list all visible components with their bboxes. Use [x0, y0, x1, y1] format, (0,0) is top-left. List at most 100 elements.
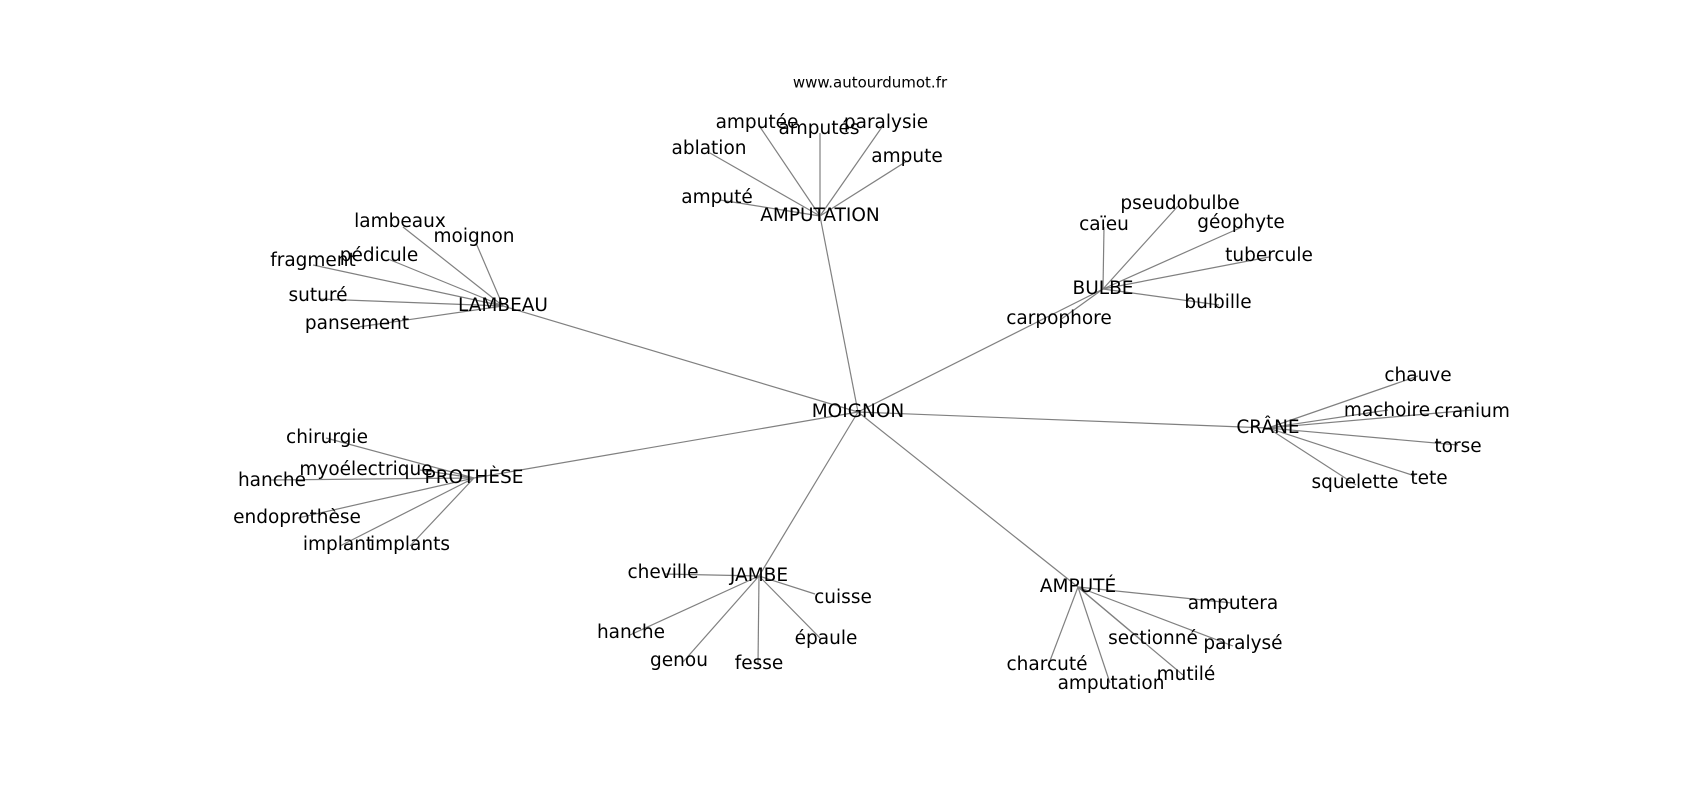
leaf-ampute-charcute: charcuté	[1007, 654, 1088, 675]
leaf-ampute-amputation: amputation	[1058, 673, 1165, 694]
leaf-bulbe-caieu: caïeu	[1079, 214, 1129, 235]
leaf-prothese-chirurgie: chirurgie	[286, 427, 368, 448]
leaf-jambe-epaule: épaule	[795, 628, 858, 649]
node-bulbe: BULBE	[1073, 278, 1134, 299]
leaf-crane-cranium: cranium	[1434, 401, 1510, 422]
edge-moignon-bulbe	[857, 288, 1104, 413]
leaf-jambe-hanche: hanche	[597, 622, 665, 643]
leaf-prothese-myoelectrique: myoélectrique	[299, 459, 432, 480]
edge-lambeau-moignon	[475, 242, 504, 307]
edge-prothese-implants	[409, 477, 475, 547]
graph-labels: www.autourdumot.fr MOIGNON AMPUTATION ampu…	[233, 74, 1510, 695]
edge-crane-tete	[1267, 427, 1416, 477]
edge-bulbe-geophyte	[1102, 226, 1243, 290]
edge-lambeau-suture	[318, 298, 504, 307]
leaf-bulbe-pseudobulbe: pseudobulbe	[1120, 193, 1239, 214]
leaf-amputation-ampute: ampute	[871, 146, 942, 167]
edge-ampute-charcute	[1047, 586, 1079, 667]
leaf-ampute-sectionne: sectionné	[1108, 628, 1198, 649]
edge-jambe-genou	[682, 575, 760, 663]
edge-moignon-crane	[857, 411, 1269, 429]
leaf-jambe-cuisse: cuisse	[814, 587, 872, 608]
leaf-bulbe-bulbille: bulbille	[1184, 292, 1251, 313]
edge-lambeau-lambeaux	[402, 226, 504, 307]
leaf-prothese-implants: implants	[370, 534, 450, 555]
edge-crane-torse	[1267, 427, 1459, 446]
leaf-jambe-cheville: cheville	[627, 562, 698, 583]
leaf-jambe-fesse: fesse	[735, 653, 784, 674]
leaf-lambeau-pedicule: pédicule	[340, 245, 418, 266]
edge-ampute-amputera	[1077, 586, 1233, 604]
edge-lambeau-fragment	[312, 264, 504, 307]
edge-jambe-cuisse	[758, 575, 816, 595]
edge-amputation-ampute	[819, 160, 908, 217]
leaf-amputation-amputes: amputés	[778, 118, 859, 139]
leaf-prothese-endoprothese: endoprothèse	[233, 507, 361, 528]
edge-crane-cranium	[1267, 409, 1473, 429]
edge-ampute-paralyse	[1077, 586, 1234, 647]
edge-crane-chauve	[1267, 375, 1419, 429]
edge-prothese-implant	[339, 477, 475, 547]
leaf-bulbe-tubercule: tubercule	[1225, 245, 1313, 266]
leaf-crane-tete: tete	[1410, 468, 1447, 489]
graph-edges	[269, 126, 1473, 684]
node-amputation: AMPUTATION	[760, 205, 880, 226]
leaf-lambeau-pansement: pansement	[305, 313, 409, 334]
leaf-lambeau-suture: suturé	[289, 285, 348, 306]
node-jambe: JAMBE	[729, 565, 788, 586]
node-ampute: AMPUTÉ	[1040, 575, 1116, 597]
edge-jambe-fesse	[757, 575, 760, 666]
edge-jambe-hanche	[629, 575, 760, 636]
leaf-ampute-amputera: amputera	[1188, 593, 1278, 614]
leaf-crane-torse: torse	[1434, 436, 1481, 457]
leaf-prothese-implant: implant	[303, 534, 373, 555]
leaf-amputation-ablation: ablation	[672, 138, 747, 159]
leaf-amputation-ampute: amputé	[681, 187, 752, 208]
edge-moignon-prothese	[473, 411, 859, 479]
edge-prothese-myoelectrique	[419, 469, 475, 479]
edge-crane-machoire	[1267, 409, 1389, 429]
node-lambeau: LAMBEAU	[458, 295, 548, 316]
leaf-jambe-genou: genou	[650, 650, 708, 671]
edge-moignon-amputation	[819, 215, 859, 413]
edge-jambe-cheville	[663, 573, 760, 577]
edge-bulbe-pseudobulbe	[1102, 205, 1179, 290]
leaf-lambeau-lambeaux: lambeaux	[354, 211, 446, 232]
edge-prothese-chirurgie	[325, 437, 475, 479]
node-prothese: PROTHÈSE	[425, 466, 524, 488]
leaf-bulbe-geophyte: géophyte	[1197, 212, 1285, 233]
edge-moignon-ampute	[857, 411, 1079, 588]
edge-bulbe-caieu	[1102, 226, 1105, 290]
edge-moignon-lambeau	[502, 305, 859, 413]
edge-lambeau-pansement	[357, 305, 504, 328]
leaf-ampute-mutile: mutilé	[1157, 664, 1216, 685]
leaf-lambeau-moignon: moignon	[434, 226, 515, 247]
edge-amputation-amputee	[759, 126, 821, 217]
leaf-lambeau-fragment: fragment	[270, 250, 356, 271]
leaf-crane-chauve: chauve	[1384, 365, 1451, 386]
edge-prothese-hanche	[269, 477, 475, 481]
edge-crane-squelette	[1267, 427, 1357, 486]
leaf-prothese-hanche: hanche	[238, 470, 306, 491]
edge-lambeau-pedicule	[387, 258, 504, 307]
leaf-crane-machoire: machoire	[1344, 400, 1430, 421]
edge-bulbe-tubercule	[1102, 256, 1270, 290]
leaf-amputation-paralysie: paralysie	[844, 112, 928, 133]
leaf-crane-squelette: squelette	[1312, 472, 1399, 493]
edge-prothese-endoprothese	[297, 477, 475, 519]
node-moignon-center: MOIGNON	[812, 401, 905, 422]
edge-bulbe-bulbille	[1102, 288, 1220, 306]
edge-amputation-ampute	[719, 199, 821, 217]
edge-amputation-ablation	[709, 152, 821, 217]
edge-ampute-amputation	[1077, 586, 1111, 684]
site-label: www.autourdumot.fr	[793, 74, 948, 92]
leaf-amputation-amputee: amputée	[716, 112, 799, 133]
edge-jambe-epaule	[758, 575, 821, 639]
leaf-ampute-paralyse: paralysé	[1203, 633, 1282, 654]
leaf-bulbe-carpophore: carpophore	[1006, 308, 1112, 329]
node-crane: CRÂNE	[1236, 416, 1299, 438]
edge-bulbe-carpophore	[1059, 288, 1104, 321]
edge-amputation-paralysie	[819, 126, 883, 217]
edge-ampute-mutile	[1077, 586, 1184, 676]
